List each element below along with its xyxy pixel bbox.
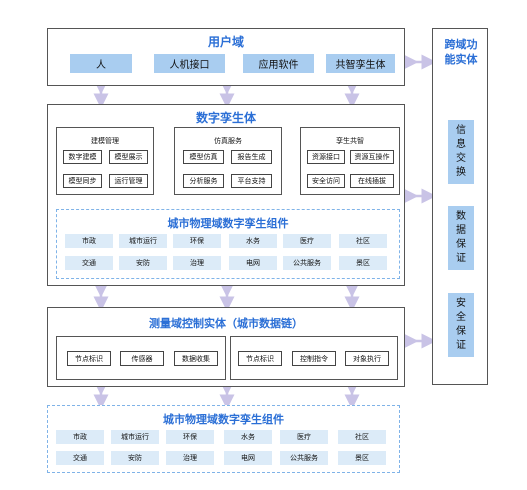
twin-comp-r1-1: 市政 — [65, 234, 113, 248]
measurement-right-button-3[interactable]: 对象执行 — [345, 351, 389, 366]
measurement-title: 测量域控制实体（城市数据链） — [149, 317, 303, 330]
bottom-comp-r2-5: 公共服务 — [280, 451, 328, 465]
twin-components-box: 城市物理域数字孪生组件 市政 城市运行 环保 水务 医疗 社区 交通 安防 治理… — [56, 209, 400, 279]
digital-twin-title: 数字孪生体 — [195, 111, 256, 125]
sharing-box: 孪生共智 资源接口 资源互操作 安全访问 在线插拔 — [300, 127, 400, 195]
bottom-comp-r1-6: 社区 — [338, 430, 386, 444]
twin-comp-r1-3: 环保 — [173, 234, 221, 248]
cross-domain-item-info-exchange: 信息交换 — [448, 120, 474, 184]
sharing-button-2[interactable]: 资源互操作 — [350, 150, 394, 164]
twin-comp-r2-2: 安防 — [119, 256, 167, 270]
bottom-components-box: 城市物理域数字孪生组件 市政 城市运行 环保 水务 医疗 社区 交通 安防 治理… — [47, 405, 400, 473]
sharing-button-3[interactable]: 安全访问 — [307, 174, 345, 188]
modeling-button-2[interactable]: 模型展示 — [109, 150, 148, 164]
simulation-title: 仿真服务 — [214, 137, 242, 145]
bottom-comp-r1-3: 环保 — [166, 430, 214, 444]
twin-components-title: 城市物理域数字孪生组件 — [167, 217, 289, 230]
twin-comp-r2-1: 交通 — [65, 256, 113, 270]
twin-comp-r1-2: 城市运行 — [119, 234, 167, 248]
cross-domain-item-data-assurance: 数据保证 — [448, 206, 474, 270]
measurement-left-button-1[interactable]: 节点标识 — [67, 351, 111, 366]
bottom-comp-r1-2: 城市运行 — [111, 430, 159, 444]
bottom-comp-r2-4: 电网 — [224, 451, 272, 465]
user-domain-panel: 用户域 人 人机接口 应用软件 共智孪生体 — [47, 28, 405, 86]
simulation-button-4[interactable]: 平台支持 — [231, 174, 272, 188]
bottom-comp-r1-4: 水务 — [224, 430, 272, 444]
bottom-comp-r2-3: 治理 — [166, 451, 214, 465]
measurement-right-button-2[interactable]: 控制指令 — [292, 351, 336, 366]
user-domain-title: 用户域 — [207, 35, 244, 49]
user-domain-item-twin: 共智孪生体 — [326, 54, 395, 73]
cross-domain-panel: 跨域功能实体 信息交换 数据保证 安全保证 — [432, 28, 488, 385]
measurement-panel: 测量域控制实体（城市数据链） 节点标识 传感器 数据收集 节点标识 控制指令 对… — [47, 307, 405, 387]
sharing-button-4[interactable]: 在线插拔 — [350, 174, 394, 188]
bottom-comp-r2-1: 交通 — [56, 451, 104, 465]
bottom-comp-r1-5: 医疗 — [280, 430, 328, 444]
measurement-right-box: 节点标识 控制指令 对象执行 — [230, 336, 398, 380]
modeling-button-4[interactable]: 运行管理 — [109, 174, 148, 188]
measurement-left-box: 节点标识 传感器 数据收集 — [56, 336, 226, 380]
twin-comp-r2-4: 电网 — [229, 256, 277, 270]
sharing-title: 孪生共智 — [336, 137, 364, 145]
modeling-title: 建模管理 — [91, 137, 119, 145]
cross-domain-item-security-assurance: 安全保证 — [448, 293, 474, 357]
twin-comp-r1-5: 医疗 — [283, 234, 331, 248]
simulation-button-1[interactable]: 模型仿真 — [183, 150, 224, 164]
measurement-left-button-3[interactable]: 数据收集 — [174, 351, 218, 366]
twin-comp-r2-3: 治理 — [173, 256, 221, 270]
sharing-button-1[interactable]: 资源接口 — [307, 150, 345, 164]
user-domain-item-hmi: 人机接口 — [154, 54, 225, 73]
modeling-button-3[interactable]: 模型同步 — [63, 174, 102, 188]
bottom-components-title: 城市物理域数字孪生组件 — [163, 413, 284, 426]
simulation-button-2[interactable]: 报告生成 — [231, 150, 272, 164]
cross-domain-title: 跨域功能实体 — [444, 38, 478, 66]
bottom-comp-r2-2: 安防 — [111, 451, 159, 465]
measurement-left-button-2[interactable]: 传感器 — [120, 351, 164, 366]
twin-comp-r2-6: 景区 — [339, 256, 387, 270]
simulation-box: 仿真服务 模型仿真 报告生成 分析服务 平台支持 — [174, 127, 282, 195]
modeling-box: 建模管理 数字建模 模型展示 模型同步 运行管理 — [56, 127, 154, 195]
modeling-button-1[interactable]: 数字建模 — [63, 150, 102, 164]
twin-comp-r1-4: 水务 — [229, 234, 277, 248]
user-domain-item-person: 人 — [70, 54, 132, 73]
digital-twin-panel: 数字孪生体 建模管理 数字建模 模型展示 模型同步 运行管理 仿真服务 模型仿真… — [47, 104, 405, 286]
twin-comp-r2-5: 公共服务 — [283, 256, 331, 270]
simulation-button-3[interactable]: 分析服务 — [183, 174, 224, 188]
bottom-comp-r1-1: 市政 — [56, 430, 104, 444]
bottom-comp-r2-6: 景区 — [338, 451, 386, 465]
user-domain-item-software: 应用软件 — [243, 54, 314, 73]
twin-comp-r1-6: 社区 — [339, 234, 387, 248]
measurement-right-button-1[interactable]: 节点标识 — [238, 351, 282, 366]
